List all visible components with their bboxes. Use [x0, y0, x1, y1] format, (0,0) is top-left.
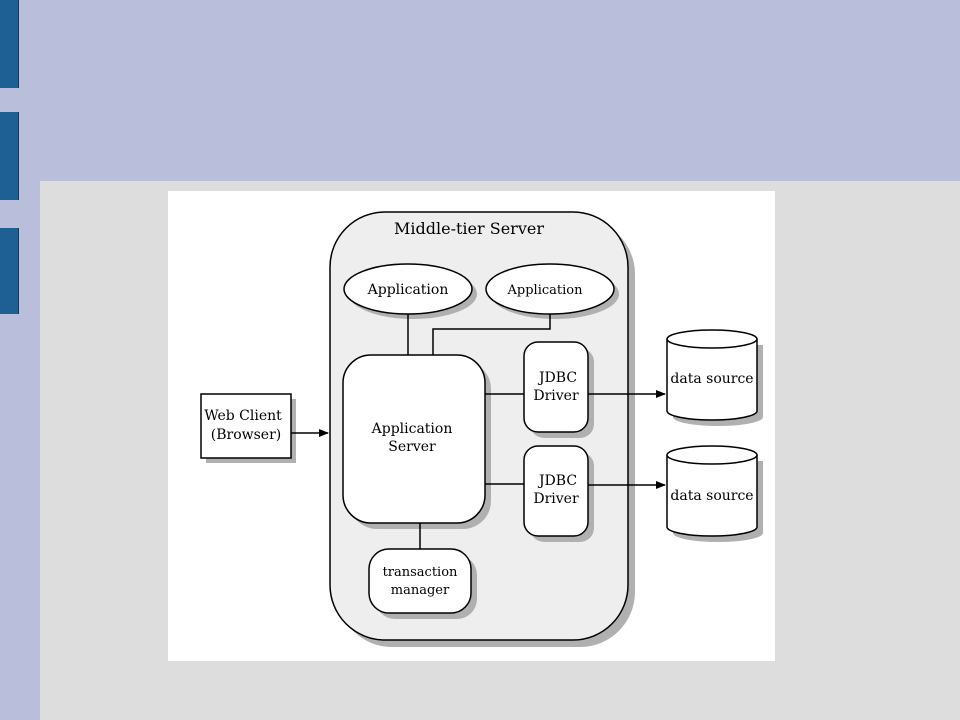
jdbc-driver-1-label-line1: JDBC: [537, 370, 577, 386]
data-source-2-group: data source: [666, 445, 763, 542]
diagram-canvas: Middle-tier Server Application Applicati…: [200, 211, 763, 647]
side-tab-3: [0, 228, 19, 314]
jdbc-driver-2-label-line1: JDBC: [537, 473, 577, 489]
data-source-2-label: data source: [670, 488, 753, 504]
architecture-diagram: Middle-tier Server Application Applicati…: [168, 191, 775, 661]
connector-app2-appserver: [432, 314, 551, 355]
jdbc-driver-2-group: JDBC Driver: [523, 445, 594, 542]
side-tab-1: [0, 0, 19, 88]
web-client-box: [200, 393, 292, 459]
jdbc-driver-1-box: [523, 341, 589, 433]
jdbc-driver-2-label-line2: Driver: [533, 491, 579, 507]
application-2-group: Application: [485, 263, 619, 319]
data-source-2-body: [666, 455, 758, 537]
application-server-group: Application Server: [342, 354, 491, 529]
transaction-manager-label-line1: transaction: [383, 565, 458, 580]
application-server-box: [342, 354, 486, 524]
web-client-label-line2: (Browser): [211, 427, 281, 443]
application-server-label-line2: Server: [388, 439, 436, 455]
side-tab-2: [0, 112, 19, 200]
data-source-1-body: [666, 339, 758, 421]
transaction-manager-label-line2: manager: [391, 583, 450, 598]
application-server-label-line1: Application: [371, 421, 453, 437]
web-client-group: Web Client (Browser): [200, 393, 296, 463]
jdbc-driver-1-group: JDBC Driver: [523, 341, 594, 438]
application-1-label: Application: [367, 282, 449, 298]
transaction-manager-box: [368, 548, 472, 614]
data-source-1-group: data source: [666, 329, 763, 426]
data-source-1-label: data source: [670, 371, 753, 387]
data-source-2-top: [666, 445, 758, 465]
data-source-1-top: [666, 329, 758, 349]
transaction-manager-group: transaction manager: [368, 548, 477, 619]
web-client-label-line1: Web Client: [204, 408, 282, 424]
middle-tier-server-title: Middle-tier Server: [394, 219, 544, 238]
application-2-label: Application: [507, 283, 584, 298]
jdbc-driver-2-box: [523, 445, 589, 537]
jdbc-driver-1-label-line2: Driver: [533, 388, 579, 404]
slide-header-band: [0, 0, 960, 181]
